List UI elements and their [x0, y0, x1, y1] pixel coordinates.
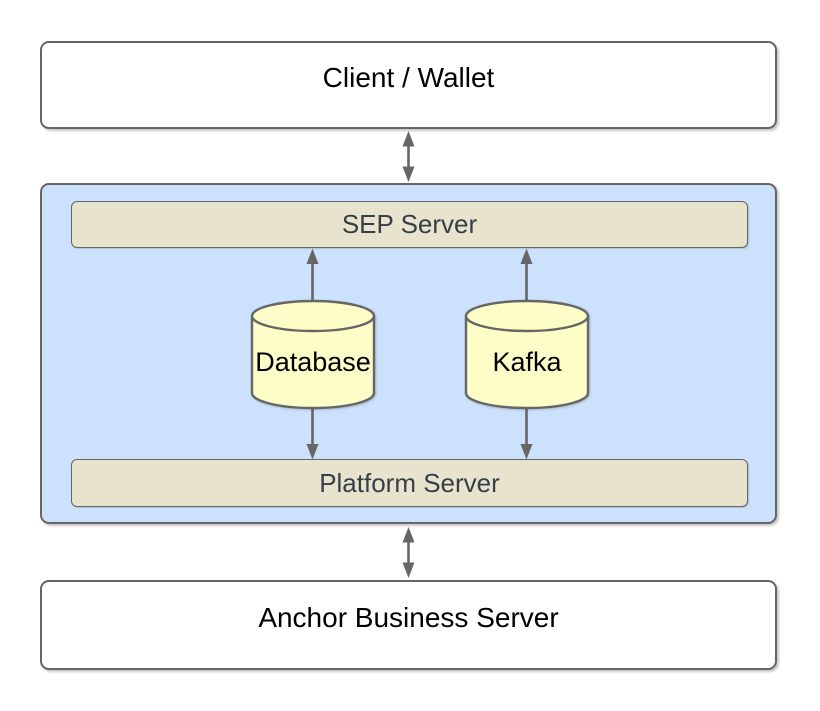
node-platform-server: Platform Server — [71, 459, 748, 507]
edge-database-platform-arrow — [306, 404, 319, 460]
arrow-down-head-icon — [402, 562, 415, 578]
edge-kafka-platform-arrow — [520, 404, 533, 460]
edge-database-sep-arrow — [306, 248, 319, 303]
arrow-up-head-icon — [520, 248, 533, 264]
node-client-wallet: Client / Wallet — [40, 41, 777, 129]
edge-kafka-sep-arrow — [520, 248, 533, 303]
node-anchor-business-server-label: Anchor Business Server — [258, 602, 559, 633]
arrow-down-head-icon — [402, 166, 415, 182]
node-database: Database — [250, 299, 376, 410]
kafka-cylinder-icon — [464, 299, 590, 410]
node-sep-server-label: SEP Server — [341, 209, 478, 239]
node-platform-server-label: Platform Server — [319, 467, 500, 498]
database-cylinder-icon — [250, 299, 376, 410]
node-sep-server: SEP Server — [71, 201, 748, 248]
node-database-label: Database — [255, 347, 371, 377]
edge-client-platform-group-arrow — [402, 131, 415, 182]
arrow-down-head-icon — [520, 444, 533, 460]
node-client-wallet-label: Client / Wallet — [322, 62, 495, 93]
node-kafka-label: Kafka — [492, 347, 562, 377]
node-kafka: Kafka — [464, 299, 590, 410]
node-anchor-business-server: Anchor Business Server — [40, 580, 777, 670]
arrow-up-head-icon — [402, 527, 415, 543]
arrow-up-head-icon — [402, 131, 415, 147]
arrow-up-head-icon — [306, 248, 319, 264]
arrow-down-head-icon — [306, 444, 319, 460]
edge-platform-anchor-arrow — [402, 527, 415, 578]
